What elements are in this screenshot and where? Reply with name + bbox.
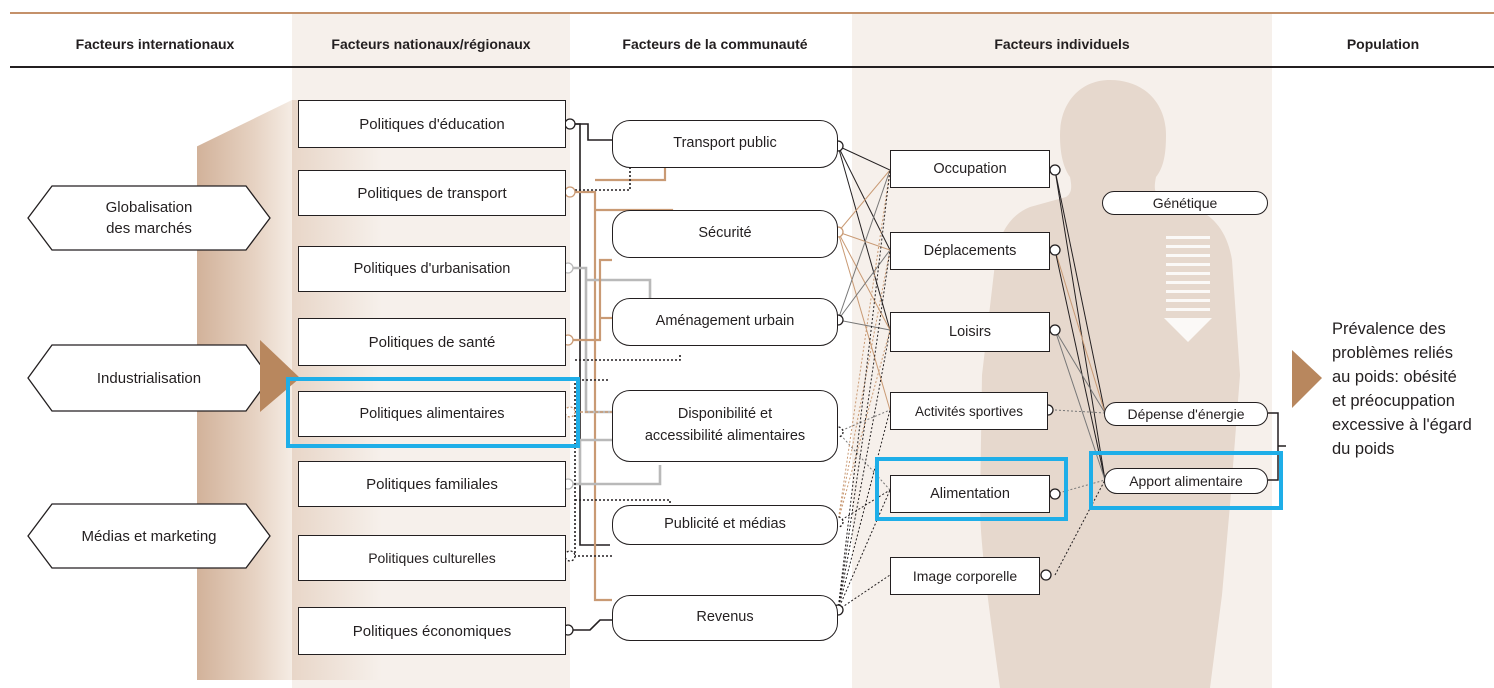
national-box-education: Politiques d'éducation <box>298 100 566 148</box>
intl-medias-marketing: Médias et marketing <box>81 527 217 545</box>
biology-depense-energie: Dépense d'énergie <box>1104 402 1268 426</box>
national-box-familiales: Politiques familiales <box>298 461 566 507</box>
community-pill-transport-public: Transport public <box>612 120 838 168</box>
community-pill-publicite: Publicité et médias <box>612 505 838 545</box>
arrow-population <box>1292 350 1322 408</box>
individual-box-alimentation: Alimentation <box>890 475 1050 513</box>
header-national: Facteurs nationaux/régionaux <box>331 36 531 52</box>
individual-box-image-corporelle: Image corporelle <box>890 557 1040 595</box>
national-box-transport: Politiques de transport <box>298 170 566 216</box>
genetics-arrow <box>1164 236 1212 342</box>
header-community: Facteurs de la communauté <box>622 36 808 52</box>
individual-box-deplacements: Déplacements <box>890 232 1050 270</box>
highlight-politiques-alimentaires <box>286 377 580 448</box>
intl-industrialisation: Industrialisation <box>96 369 202 387</box>
hex-medias <box>27 503 271 569</box>
arrow-international <box>260 340 300 412</box>
community-pill-amenagement: Aménagement urbain <box>612 298 838 346</box>
community-pill-revenus: Revenus <box>612 595 838 641</box>
header-individual: Facteurs individuels <box>994 36 1130 52</box>
national-box-culturelles: Politiques culturelles <box>298 535 566 581</box>
individual-box-loisirs: Loisirs <box>890 312 1050 352</box>
community-pill-disponibilite: Disponibilité et accessibilité alimentai… <box>612 390 838 462</box>
individual-box-activites-sportives: Activités sportives <box>890 392 1048 430</box>
highlight-apport-alimentaire <box>1089 451 1283 510</box>
community-pill-securite: Sécurité <box>612 210 838 258</box>
national-box-urbanisation: Politiques d'urbanisation <box>298 246 566 292</box>
intl-globalisation: Globalisation des marchés <box>105 199 193 237</box>
national-box-economiques: Politiques économiques <box>298 607 566 655</box>
biology-apport-alimentaire: Apport alimentaire <box>1104 468 1268 494</box>
top-rule <box>10 12 1494 14</box>
biology-genetique: Génétique <box>1102 191 1268 215</box>
individual-box-occupation: Occupation <box>890 150 1050 188</box>
population-outcome: Prévalence des problèmes reliés au poids… <box>1332 320 1472 458</box>
header-international: Facteurs internationaux <box>75 36 235 52</box>
header-rule <box>10 66 1494 68</box>
highlight-alimentation <box>875 457 1068 521</box>
hex-industrialisation <box>27 344 271 412</box>
national-box-sante: Politiques de santé <box>298 318 566 366</box>
hex-globalisation <box>27 185 271 251</box>
header-population: Population <box>1346 36 1420 52</box>
national-box-alimentaires: Politiques alimentaires <box>298 391 566 437</box>
